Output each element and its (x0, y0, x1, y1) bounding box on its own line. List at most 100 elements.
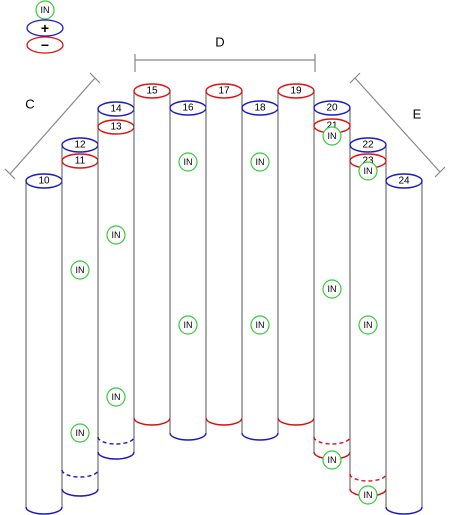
in-marker-label: IN (76, 265, 85, 275)
cylinder-label: 15 (146, 86, 158, 97)
cylinder-top-end (349, 137, 387, 153)
cylinder-18: 18 (241, 100, 279, 441)
cylinder-bottom-end (25, 506, 63, 515)
in-marker: IN (358, 161, 378, 181)
cylinder-label: 17 (218, 86, 230, 97)
cylinder-label: 22 (362, 140, 374, 151)
bracket-c-tick-high (89, 72, 101, 84)
cylinder-label: 10 (38, 176, 50, 187)
section-label-d: D (215, 35, 224, 50)
bracket-e-tick-low (434, 166, 446, 178)
legend-in-label: IN (41, 5, 50, 15)
in-marker-label: IN (184, 320, 193, 330)
cylinder-label: 20 (326, 103, 338, 114)
in-marker-circle (358, 485, 378, 505)
in-marker-circle (322, 279, 342, 299)
cylinder-body (61, 160, 99, 497)
in-marker-label: IN (256, 157, 265, 167)
in-marker-circle (70, 260, 90, 280)
bracket-e-tick-high (349, 72, 361, 84)
in-marker-label: IN (76, 428, 85, 438)
cylinder-24: 24 (385, 173, 423, 515)
cylinder-label: 14 (110, 104, 122, 115)
in-marker-circle (358, 315, 378, 335)
legend: IN + − (26, 0, 64, 54)
in-marker-circle (322, 126, 342, 146)
cylinder-label: 19 (290, 86, 302, 97)
in-marker-label: IN (328, 284, 337, 294)
cylinder-13: 13 (97, 119, 135, 460)
in-marker-label: IN (328, 455, 337, 465)
section-brackets (4, 54, 446, 180)
in-marker: IN (70, 423, 90, 443)
cylinder-bottom-end (277, 417, 315, 426)
legend-in-circle (35, 0, 55, 20)
legend-plus-label: + (41, 20, 49, 36)
cylinder-label: 13 (110, 122, 122, 133)
cylinder-label: 18 (254, 103, 266, 114)
cylinder-hidden-end (61, 469, 99, 478)
cylinder-top-end (313, 100, 351, 116)
in-marker-circle (106, 225, 126, 245)
cylinder-label: 11 (75, 156, 86, 167)
in-marker-circle (178, 315, 198, 335)
cylinder-16: 16 (169, 100, 207, 441)
cylinder-body (205, 90, 243, 426)
in-marker-circle (106, 387, 126, 407)
cylinder-body (385, 180, 423, 515)
in-marker-circle (250, 152, 270, 172)
cylinder-bottom-end (169, 432, 207, 441)
in-marker: IN (358, 485, 378, 505)
in-marker-label: IN (112, 392, 121, 402)
in-marker-label: IN (364, 320, 373, 330)
bracket-c-line (9, 77, 96, 175)
in-marker-label: IN (112, 230, 121, 240)
cylinder-bottom-end (133, 417, 171, 426)
in-marker-circle (250, 315, 270, 335)
cylinder-11: 11 (61, 153, 99, 497)
cylinder-bottom-end (385, 506, 423, 515)
in-marker: IN (322, 126, 342, 146)
cylinder-top-end (133, 83, 171, 99)
cylinder-top-end (277, 83, 315, 99)
in-marker-circle (358, 161, 378, 181)
cylinder-bottom-end (61, 488, 99, 497)
in-marker-label: IN (184, 157, 193, 167)
legend-minus-label: − (41, 37, 49, 53)
bracket-e-line (354, 77, 441, 173)
in-marker-label: IN (256, 320, 265, 330)
cylinder-10: 10 (25, 173, 63, 515)
in-marker-circle (70, 423, 90, 443)
in-marker: IN (106, 387, 126, 407)
cylinder-label: 23 (362, 156, 374, 167)
in-marker-circle (322, 450, 342, 470)
cylinder-hidden-end (97, 436, 135, 445)
cylinder-body (277, 90, 315, 426)
in-marker: IN (178, 152, 198, 172)
cylinder-bottom-end (241, 432, 279, 441)
in-marker-circle (178, 152, 198, 172)
cylinders: 10 12 11 14 13 15 16 17 18 19 20 21 22 23 24 (25, 83, 423, 515)
in-marker: IN (322, 450, 342, 470)
cylinder-17: 17 (205, 83, 243, 426)
cylinder-bottom-end (97, 451, 135, 460)
in-marker-label: IN (364, 490, 373, 500)
in-marker-label: IN (364, 166, 373, 176)
section-label-c: C (25, 97, 34, 112)
cylinder-label: 21 (326, 121, 338, 132)
cylinder-body (133, 90, 171, 426)
cylinder-label: 12 (74, 140, 86, 151)
cylinder-19: 19 (277, 83, 315, 426)
legend-minus-ellipse (26, 36, 64, 54)
in-marker: IN (358, 315, 378, 335)
cylinder-body (25, 180, 63, 515)
bracket-c-tick-low (4, 168, 16, 180)
cylinder-body (97, 126, 135, 460)
cylinder-15: 15 (133, 83, 171, 426)
in-marker: IN (70, 260, 90, 280)
in-marker: IN (322, 279, 342, 299)
in-marker: IN (250, 315, 270, 335)
cylinder-hidden-end (313, 436, 351, 445)
cylinder-hidden-end (349, 473, 387, 482)
